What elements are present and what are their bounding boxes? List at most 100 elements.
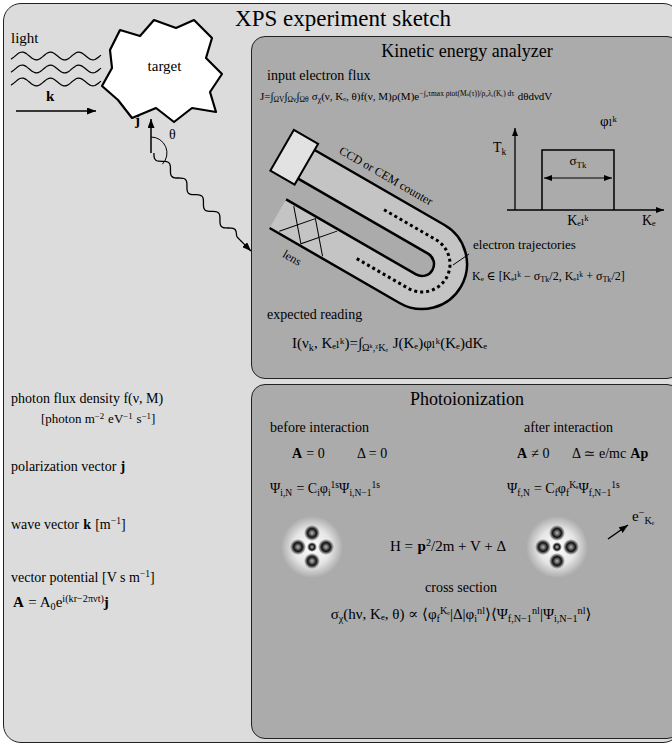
label-line: Δ = 0	[357, 446, 387, 463]
target-label: target	[96, 58, 233, 75]
label-line: Tk	[493, 140, 506, 158]
formula-part: χ	[318, 95, 321, 104]
formula-part: j	[121, 459, 126, 474]
transmission-window	[542, 150, 614, 210]
label-line: j	[135, 111, 140, 129]
label-text: I(ν	[292, 335, 309, 351]
electron-path	[154, 153, 251, 251]
label-text: ≠ 0	[531, 446, 549, 461]
label-text: eV	[108, 411, 123, 426]
formula-part: 2	[426, 537, 431, 548]
label-text: before interaction	[270, 420, 369, 435]
formula-part: i(kr−2πνt)	[62, 593, 104, 604]
label-text: σ	[331, 606, 339, 622]
formula-part: −1	[123, 411, 132, 421]
formula-part: f	[566, 488, 569, 498]
formula-part: i,N−1	[349, 488, 371, 498]
formula-part: nl	[578, 605, 586, 616]
label-line: input electron flux	[267, 68, 370, 85]
target-outline	[96, 16, 226, 153]
light-wave	[11, 65, 101, 73]
formula-part: k	[83, 517, 91, 532]
formula-part: f,N−1	[589, 488, 612, 498]
label-line: Ψf,N= CfφfKₑΨf,N−11s	[507, 480, 620, 499]
label-line: k	[46, 87, 54, 105]
formula-part: Ωᵏ,ᵡKₑ	[362, 342, 388, 353]
label-text: σ	[312, 90, 318, 102]
label-text: φₗᵏ	[600, 113, 617, 129]
target-shape: target	[96, 16, 233, 153]
label-line: I(νk, Kₑₗᵏ)=∫Ωᵏ,ᵡKₑJ(Kₑ)φₗᵏ(Kₑ)dKₑ	[292, 334, 487, 354]
label-text: Kₑₗᵏ	[567, 213, 589, 228]
light-wave	[11, 52, 101, 60]
formula-part: f	[555, 488, 558, 498]
formula-part: A	[630, 446, 640, 461]
label-line: lens	[280, 247, 304, 269]
label-text: /2]	[611, 269, 624, 283]
hemispherical-analyzer	[245, 130, 487, 326]
label-text: ∫	[296, 90, 299, 102]
label-text: Kₑ	[642, 213, 656, 228]
label-line: Δ ≃ e/mcAp	[572, 446, 648, 463]
light-waves	[11, 52, 101, 86]
label-line: cross section	[425, 580, 497, 597]
photoionization-illustration	[252, 385, 670, 740]
label-text: Ψ	[270, 481, 280, 496]
electron-arrow	[608, 525, 628, 539]
label-line: Kₑ	[642, 213, 656, 230]
label-text: ⟩⟨Ψ	[485, 606, 508, 622]
label-text: /2, Kₑₗᵏ + σ	[549, 269, 602, 283]
label-text: θ	[169, 127, 176, 142]
label-text: T	[493, 140, 502, 155]
formula-part: Tk	[602, 275, 611, 284]
formula-part: i,N−1	[554, 613, 578, 624]
electron-trajectory	[356, 210, 460, 302]
formula-part: Kₑ	[644, 515, 654, 526]
box-title: Kinetic energy analyzer	[252, 41, 672, 62]
formula-part: −1	[142, 411, 151, 421]
label-line: light	[11, 29, 39, 47]
label-text: Ψ	[339, 481, 349, 496]
label-text: e	[56, 594, 63, 610]
label-text: s	[137, 411, 142, 426]
label-line: expected reading	[267, 307, 362, 324]
label-text: = C	[534, 481, 555, 496]
label-text: electron trajectories	[473, 237, 576, 252]
formula-part: nl	[477, 605, 485, 616]
formula-part: Tk	[577, 160, 587, 170]
label-text: input electron flux	[267, 68, 370, 83]
label-text: (ν, Kₑ, θ)f(ν, M)ρ(M)e	[321, 90, 419, 102]
label-text: σ	[570, 153, 577, 168]
label-line: A= 0	[292, 446, 325, 463]
label-line: electron trajectories	[473, 237, 576, 253]
label-text: ∫	[284, 90, 287, 102]
leader-line	[453, 254, 469, 265]
box-title: Photoionization	[252, 389, 672, 410]
label-text: φ	[558, 481, 566, 496]
formula-part: −∫₀τmax ρtot(Mₛ(τ))/ρ₀λₑ(Kₑ) dτ	[419, 89, 514, 98]
formula-part: −	[639, 507, 645, 518]
label-text: photon flux density f(ν, M)	[11, 391, 163, 406]
label-text: [photon m	[41, 411, 95, 426]
wave-vector-arrow	[16, 110, 96, 112]
label-text: ]	[151, 411, 155, 426]
label-line: φₗᵏ	[600, 112, 617, 130]
label-text: wave vector	[11, 517, 79, 532]
label-text: J=∫	[260, 90, 274, 102]
label-line: Kₑ ∈ [Kₑₗᵏ − σTk/2, Kₑₗᵏ + σTk/2]	[472, 269, 625, 285]
formula-part: f,N	[517, 488, 529, 498]
label-text: ]	[150, 570, 155, 585]
formula-part: k	[309, 342, 314, 353]
analyzer-box: Kinetic energy analyzer input electron fl…	[251, 36, 672, 379]
label-text: = C	[296, 481, 317, 496]
formula-part: i	[474, 613, 477, 624]
label-text: after interaction	[524, 420, 613, 435]
formula-part: p	[640, 446, 648, 461]
formula-part: Kₑ	[569, 480, 578, 490]
formula-part: j	[104, 594, 109, 610]
orbital-picture	[281, 516, 343, 578]
orbital-picture	[526, 516, 588, 578]
formula-part: −1	[111, 516, 121, 526]
photoionization-box: Photoionization before interaction after i…	[251, 384, 672, 739]
